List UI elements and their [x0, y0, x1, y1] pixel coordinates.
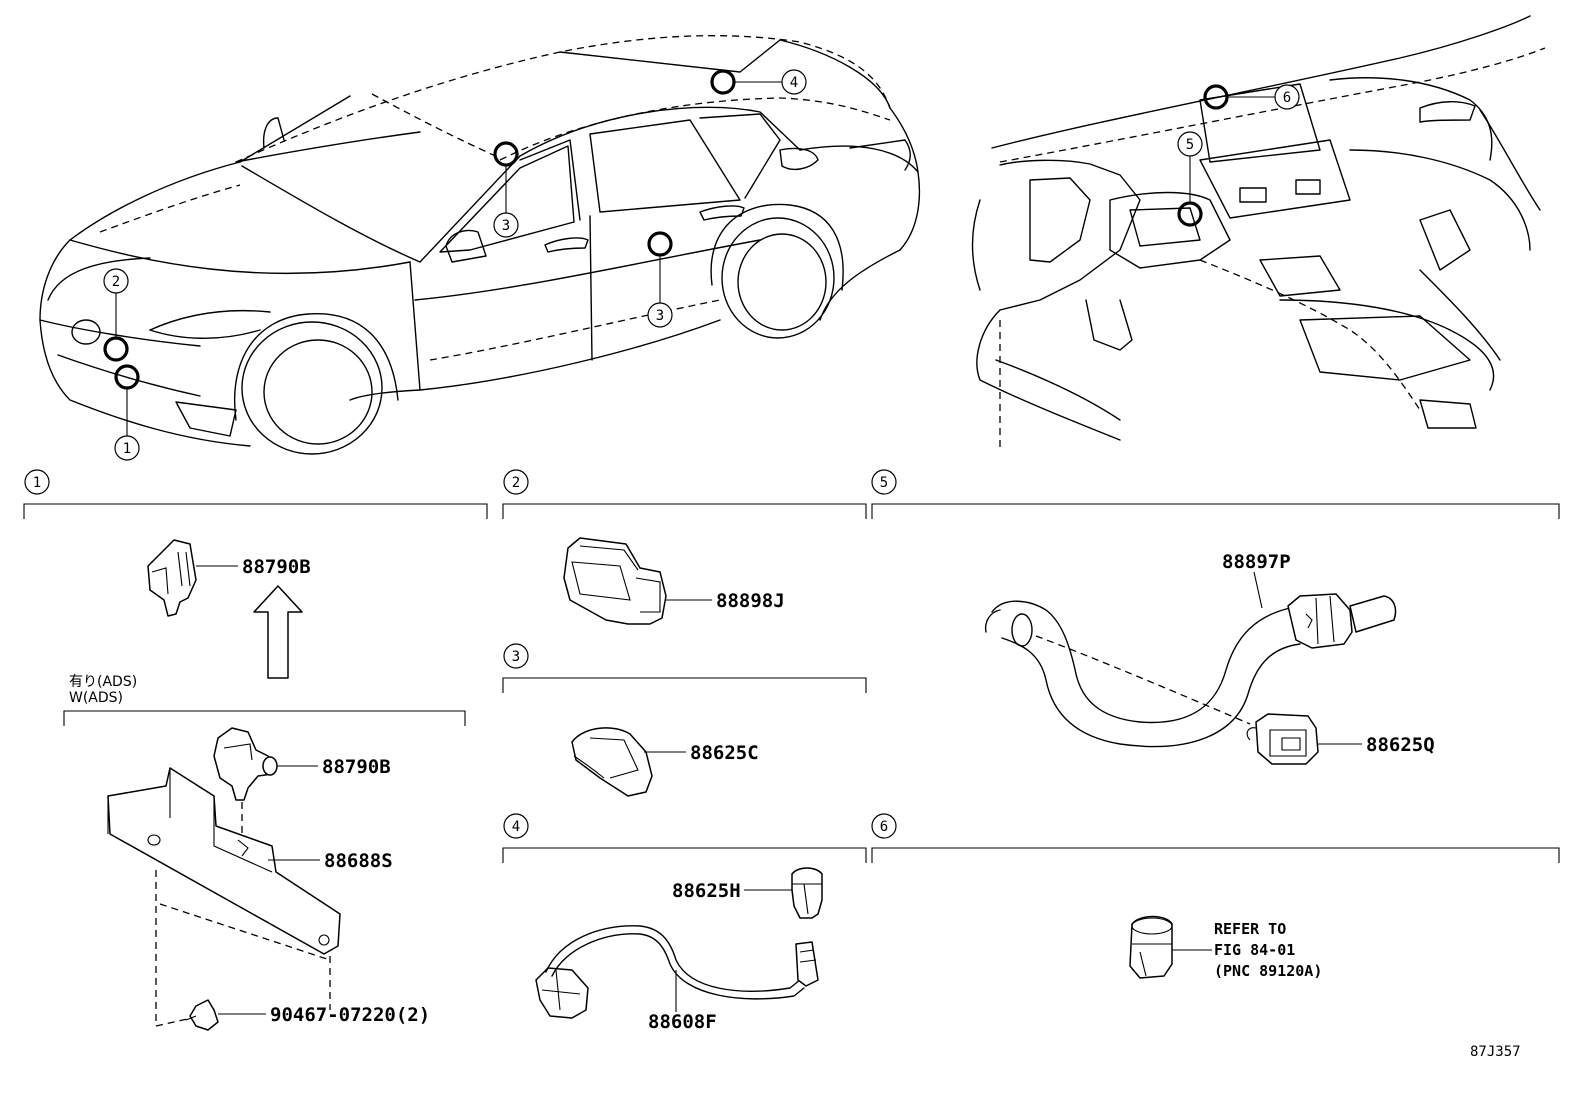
- section-2-header: 2: [502, 469, 867, 519]
- part-number-88688S[interactable]: 88688S: [324, 850, 393, 872]
- sensor-88625Q-drawing: [1246, 713, 1319, 765]
- callout-3-lower: 3: [647, 302, 673, 328]
- callout-5: 5: [1177, 131, 1203, 157]
- location-marker-5: [1177, 201, 1203, 227]
- part-number-88790B-low[interactable]: 88790B: [322, 756, 391, 778]
- part-number-88608F[interactable]: 88608F: [648, 1011, 717, 1033]
- refer-line-1: REFER TO: [1214, 920, 1286, 938]
- location-marker-4: [710, 69, 736, 95]
- sensor-88898J-drawing: [563, 537, 667, 625]
- svg-text:6: 6: [1283, 90, 1291, 106]
- callout-2: 2: [103, 268, 129, 294]
- part-number-88897P[interactable]: 88897P: [1222, 551, 1291, 573]
- svg-text:5: 5: [880, 475, 888, 491]
- harness-88608F-drawing: [535, 925, 819, 1019]
- svg-text:4: 4: [512, 819, 520, 835]
- section-1-header: 1: [23, 469, 488, 519]
- car-interior-illustration: [971, 15, 1546, 450]
- part-number-88625H[interactable]: 88625H: [672, 880, 741, 902]
- svg-text:4: 4: [790, 75, 798, 91]
- variant-bracket: 有り(ADS) W(ADS): [63, 674, 466, 726]
- part-number-88790B-top[interactable]: 88790B: [242, 556, 311, 578]
- bracket-88688S-drawing: [107, 767, 341, 955]
- svg-text:3: 3: [512, 649, 520, 665]
- part-number-90467-07220[interactable]: 90467-07220(2): [270, 1004, 430, 1026]
- section-6-parts: REFER TO FIG 84-01 (PNC 89120A): [1129, 915, 1322, 980]
- svg-text:3: 3: [502, 218, 510, 234]
- callout-1: 1: [114, 435, 140, 461]
- section-1-parts: 88790B 88790B 88688S: [107, 539, 430, 1031]
- svg-text:3: 3: [656, 308, 664, 324]
- part-number-88625Q[interactable]: 88625Q: [1366, 734, 1435, 756]
- figure-code: 87J357: [1470, 1044, 1521, 1060]
- sensor-89120A-drawing: [1129, 915, 1173, 979]
- section-5-header: 5: [871, 469, 1560, 519]
- svg-text:5: 5: [1186, 137, 1194, 153]
- section-3-header: 3: [502, 643, 867, 693]
- duct-88897P-drawing: [984, 593, 1397, 748]
- svg-text:2: 2: [512, 475, 520, 491]
- section-3-parts: 88625C: [571, 727, 759, 797]
- callout-4: 4: [781, 69, 807, 95]
- svg-text:6: 6: [880, 819, 888, 835]
- part-number-88625C[interactable]: 88625C: [690, 742, 759, 764]
- location-marker-3-lower: [647, 231, 673, 257]
- section-4-header: 4: [502, 813, 867, 863]
- refer-line-2[interactable]: FIG 84-01: [1214, 941, 1295, 959]
- clip-90467-drawing: [185, 999, 219, 1031]
- sensor-88790B-top-drawing: [147, 539, 197, 617]
- refer-line-3: (PNC 89120A): [1214, 962, 1322, 980]
- callout-group: 1 2 3 3 4 5 6: [103, 69, 1300, 461]
- section-4-parts: 88625H 88608F: [535, 867, 823, 1033]
- callout-6: 6: [1274, 84, 1300, 110]
- sensor-88790B-low-drawing: [213, 727, 278, 801]
- location-marker-2: [103, 336, 129, 362]
- sensor-88625C-drawing: [571, 727, 653, 797]
- section-2-parts: 88898J: [563, 537, 785, 625]
- variant-label-ja: 有り(ADS): [69, 674, 137, 690]
- upgrade-arrow: [253, 585, 303, 679]
- section-headers: 1 2 3 4 5 6 有り(ADS): [23, 469, 1560, 863]
- variant-label-en: W(ADS): [69, 690, 123, 706]
- part-number-88898J[interactable]: 88898J: [716, 590, 785, 612]
- section-6-header: 6: [871, 813, 1560, 863]
- svg-text:1: 1: [123, 441, 131, 457]
- car-exterior-illustration: [39, 35, 921, 455]
- svg-text:1: 1: [33, 475, 41, 491]
- callout-3-upper: 3: [493, 212, 519, 238]
- svg-text:2: 2: [112, 274, 120, 290]
- clip-88625H-drawing: [791, 867, 823, 919]
- section-5-parts: 88897P 88625Q: [984, 551, 1435, 765]
